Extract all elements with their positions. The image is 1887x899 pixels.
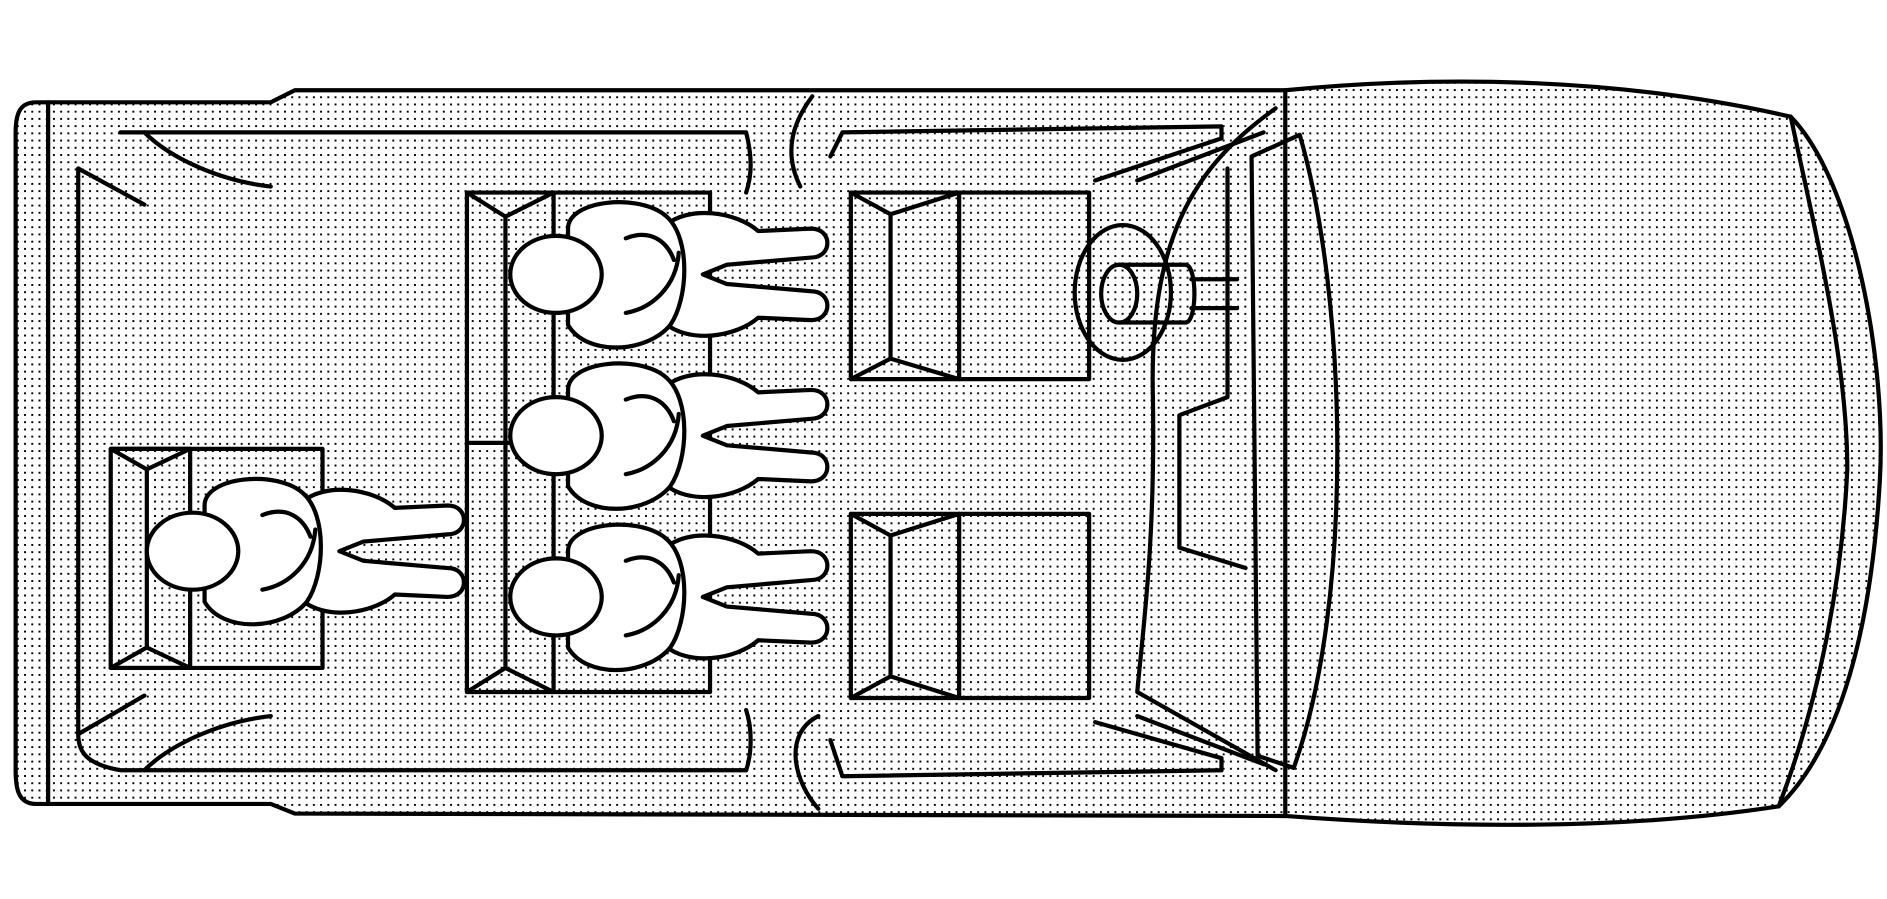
front-seat-left <box>848 190 1092 382</box>
vehicle-body <box>13 79 1883 827</box>
steering-wheel <box>1072 222 1240 362</box>
front-seat-right <box>848 511 1092 701</box>
